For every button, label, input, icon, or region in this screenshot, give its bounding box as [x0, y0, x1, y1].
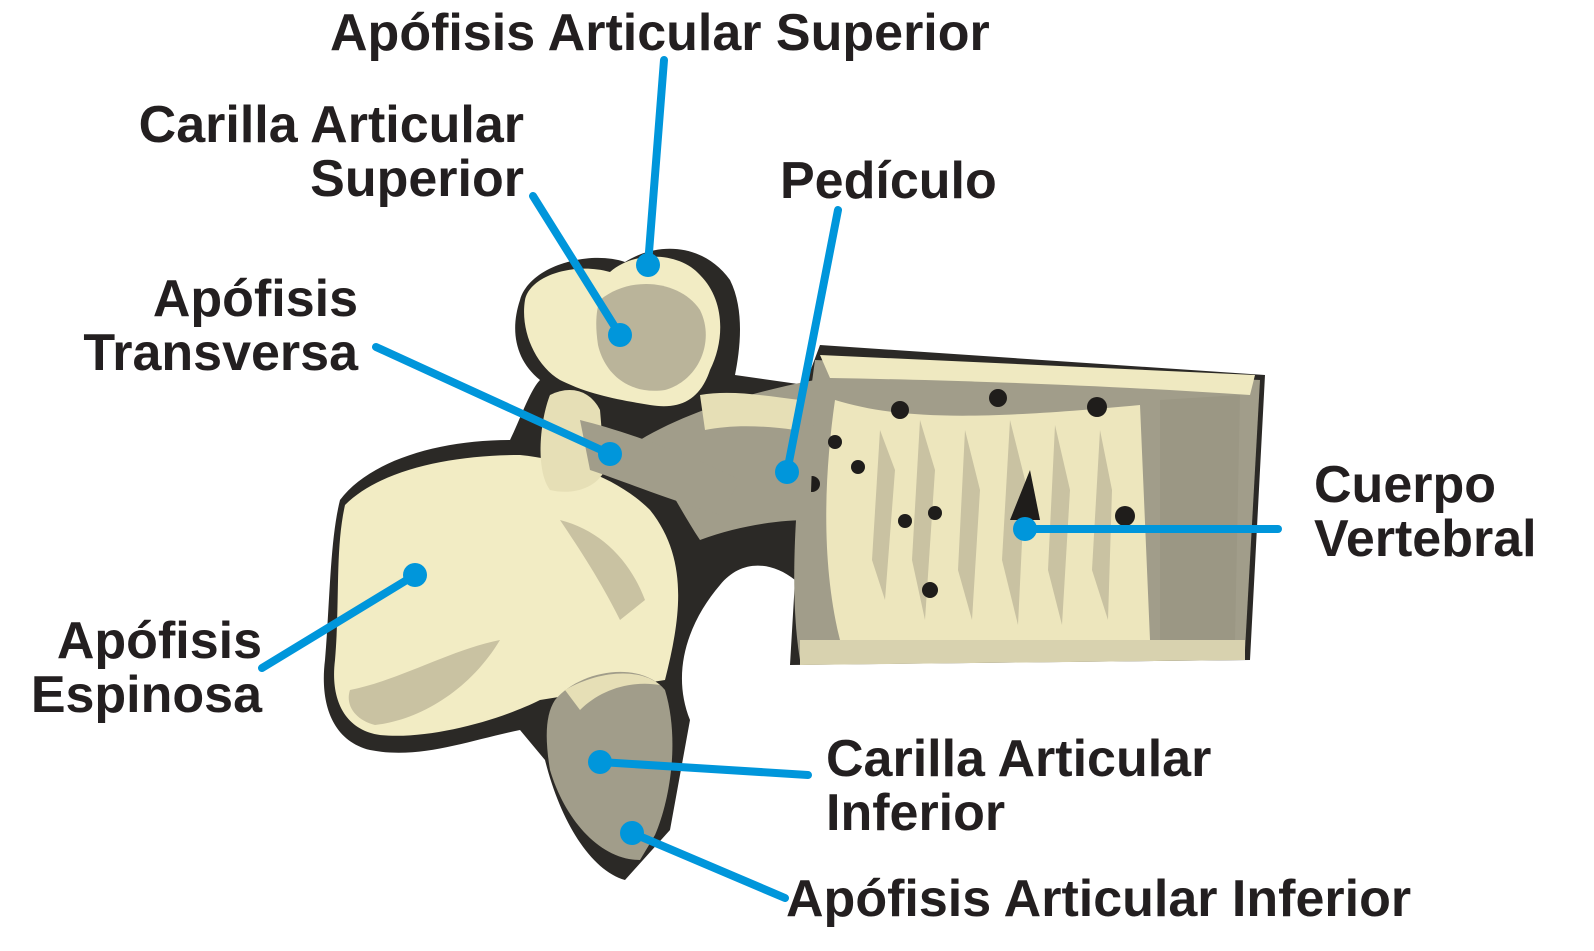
leader-apofisis-articular-inferior: [632, 833, 785, 898]
label-carilla-articular-inferior: Carilla Articular Inferior: [826, 732, 1211, 840]
label-line-1: Carilla Articular: [139, 98, 524, 152]
label-line-2: Inferior: [826, 786, 1211, 840]
vertebral-body: [794, 355, 1260, 665]
leader-apofisis-articular-superior: [648, 60, 664, 265]
label-line-1: Cuerpo: [1314, 458, 1537, 512]
label-line-1: Apófisis: [31, 614, 262, 668]
label-text: Apófisis Articular Inferior: [786, 872, 1411, 926]
label-line-2: Espinosa: [31, 668, 262, 722]
label-carilla-articular-superior: Carilla Articular Superior: [139, 98, 524, 206]
label-text: Apófisis Articular Superior: [330, 6, 990, 60]
label-apofisis-articular-superior: Apófisis Articular Superior: [330, 6, 990, 60]
label-line-2: Vertebral: [1314, 512, 1537, 566]
label-apofisis-espinosa: Apófisis Espinosa: [31, 614, 262, 722]
label-apofisis-transversa: Apófisis Transversa: [83, 272, 358, 380]
label-text: Pedículo: [780, 154, 997, 208]
label-line-2: Transversa: [83, 326, 358, 380]
label-pediculo: Pedículo: [780, 154, 997, 208]
label-line-1: Apófisis: [83, 272, 358, 326]
label-apofisis-articular-inferior: Apófisis Articular Inferior: [786, 872, 1411, 926]
label-line-1: Carilla Articular: [826, 732, 1211, 786]
label-line-2: Superior: [139, 152, 524, 206]
label-cuerpo-vertebral: Cuerpo Vertebral: [1314, 458, 1537, 566]
